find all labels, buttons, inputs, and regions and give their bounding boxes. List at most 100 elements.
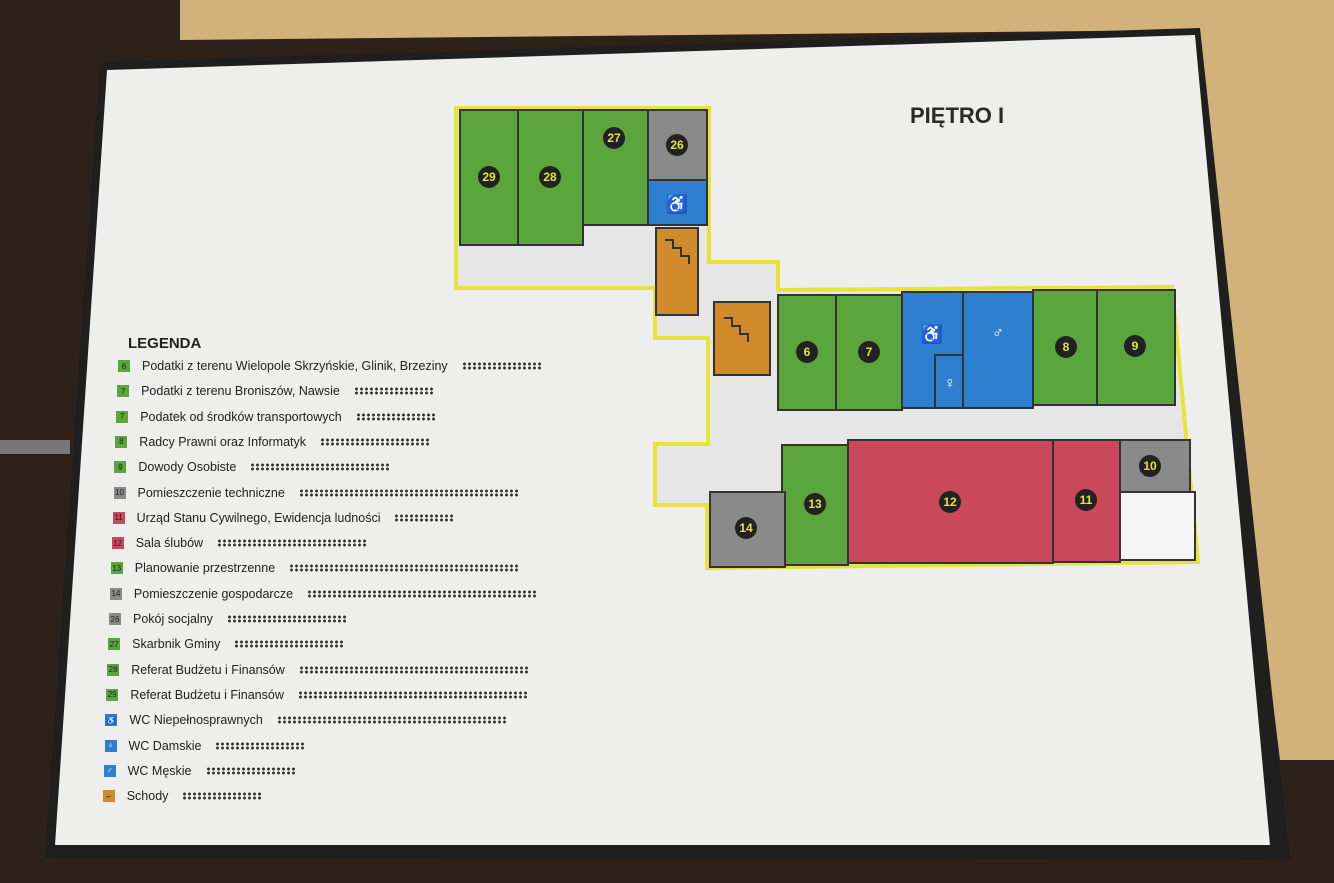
legend-label: WC Damskie — [128, 738, 202, 753]
room-number-badge — [1055, 336, 1077, 358]
legend-label: Planowanie przestrzenne — [134, 561, 276, 576]
room-6 — [777, 294, 837, 411]
legend-label: Dowody Osobiste — [138, 460, 237, 475]
legend-label: Schody — [126, 789, 169, 804]
legend-item: ♂WC Męskie — [103, 763, 296, 778]
legend-label: WC Niepełnosprawnych — [129, 713, 263, 728]
room-number: 6 — [804, 345, 811, 359]
wc-disabled-north — [647, 179, 708, 226]
braille-text — [215, 741, 306, 750]
room-number: 14 — [739, 521, 753, 535]
legend-item: 29 Referat Budżetu i Finansów — [106, 688, 528, 702]
room-number: 8 — [1063, 340, 1070, 354]
room-number-badge — [939, 491, 961, 513]
room-number-badge — [478, 166, 500, 188]
room-number-badge — [1075, 489, 1097, 511]
braille-text — [182, 792, 263, 801]
legend-item: ♀WC Damskie — [104, 738, 306, 753]
braille-text — [355, 412, 436, 421]
legend-label: Podatki z terenu Broniszów, Nawsie — [141, 384, 340, 399]
woman-icon: ♀ — [944, 375, 956, 392]
floor-plan: 29 28 27 26 6 7 8 9 10 11 12 13 14 ♿ ♿ ♀ ♂ — [454, 106, 1201, 571]
room-number: 26 — [670, 138, 684, 152]
legend-swatch: 28 — [107, 663, 120, 676]
braille-text — [320, 437, 431, 446]
braille-text — [298, 665, 529, 674]
legend-swatch: 9 — [114, 461, 127, 474]
legend-label: Pomieszczenie techniczne — [137, 485, 285, 500]
stairs-icon — [665, 239, 749, 342]
room-number-badge — [1139, 455, 1161, 477]
braille-text — [353, 387, 434, 396]
legend-swatch: ♿ — [105, 714, 118, 727]
legend-label: Skarbnik Gminy — [132, 637, 221, 652]
braille-text — [461, 362, 542, 370]
legend-label: Pokój socjalny — [133, 612, 213, 626]
room-number-badge — [796, 341, 818, 363]
room-number-badge — [858, 341, 880, 363]
braille-text — [394, 513, 455, 522]
braille-text — [289, 564, 520, 573]
wheelchair-icon: ♿ — [921, 323, 943, 344]
legend-item: 14 Pomieszczenie gospodarcze — [109, 586, 538, 601]
room-number-badge — [735, 517, 757, 539]
wc-men — [962, 291, 1034, 409]
legend-item: ⌐Schody — [102, 789, 263, 804]
braille-text — [234, 640, 345, 649]
stand-bar — [0, 440, 70, 454]
legend-swatch: 27 — [108, 638, 121, 651]
legend-swatch: 14 — [109, 587, 122, 600]
legend-label: Referat Budżetu i Finansów — [130, 687, 284, 702]
wc-women — [934, 354, 966, 409]
braille-text — [298, 488, 519, 497]
legend-item: 12 Sala ślubów — [111, 536, 368, 551]
room-unlabeled — [1119, 491, 1196, 561]
wheelchair-icon: ♿ — [666, 193, 688, 214]
legend-label: Sala ślubów — [135, 536, 204, 551]
room-7 — [835, 294, 903, 411]
room-number: 13 — [808, 497, 822, 511]
room-number: 12 — [943, 495, 957, 509]
legend-item: 7 Podatki z terenu Broniszów, Nawsie — [117, 384, 434, 398]
legend-title: LEGENDA — [128, 335, 202, 352]
room-number: 29 — [482, 170, 496, 184]
room-number: 28 — [543, 170, 557, 184]
room-number: 7 — [866, 345, 873, 359]
room-number-badge — [804, 493, 826, 515]
legend-swatch: 26 — [109, 613, 121, 625]
room-number: 27 — [607, 131, 621, 145]
legend-item: 27 Skarbnik Gminy — [108, 637, 345, 652]
room-number-badge — [603, 127, 625, 149]
stairs-west — [655, 227, 699, 316]
braille-text — [276, 716, 507, 725]
room-number-badge — [539, 166, 561, 188]
braille-text — [307, 589, 538, 598]
legend-swatch: 12 — [111, 537, 124, 550]
sign-board — [55, 35, 1270, 845]
wall — [180, 0, 1334, 760]
legend-item: 26 Pokój socjalny — [109, 612, 347, 626]
legend-label: Podatki z terenu Wielopole Skrzyńskie, G… — [142, 359, 448, 373]
legend-swatch: 6 — [118, 360, 130, 372]
man-icon: ♂ — [992, 325, 1004, 342]
room-number: 10 — [1143, 459, 1157, 473]
braille-text — [226, 615, 347, 623]
legend-swatch: 13 — [110, 562, 123, 575]
legend-label: Urząd Stanu Cywilnego, Ewidencja ludnośc… — [136, 510, 381, 525]
legend-item: 9 Dowody Osobiste — [114, 460, 391, 475]
room-number: 9 — [1132, 339, 1139, 353]
room-8 — [1032, 289, 1098, 406]
legend-swatch: 29 — [106, 688, 119, 701]
legend-label: Podatek od środków transportowych — [140, 409, 342, 424]
legend-label: WC Męskie — [127, 763, 192, 778]
legend-swatch: 11 — [112, 511, 125, 524]
legend-swatch: 7 — [117, 385, 130, 398]
legend-item: 13 Planowanie przestrzenne — [110, 561, 520, 576]
legend-label: Pomieszczenie gospodarcze — [133, 586, 294, 601]
room-number-badge — [666, 134, 688, 156]
room-number: 11 — [1080, 493, 1093, 507]
